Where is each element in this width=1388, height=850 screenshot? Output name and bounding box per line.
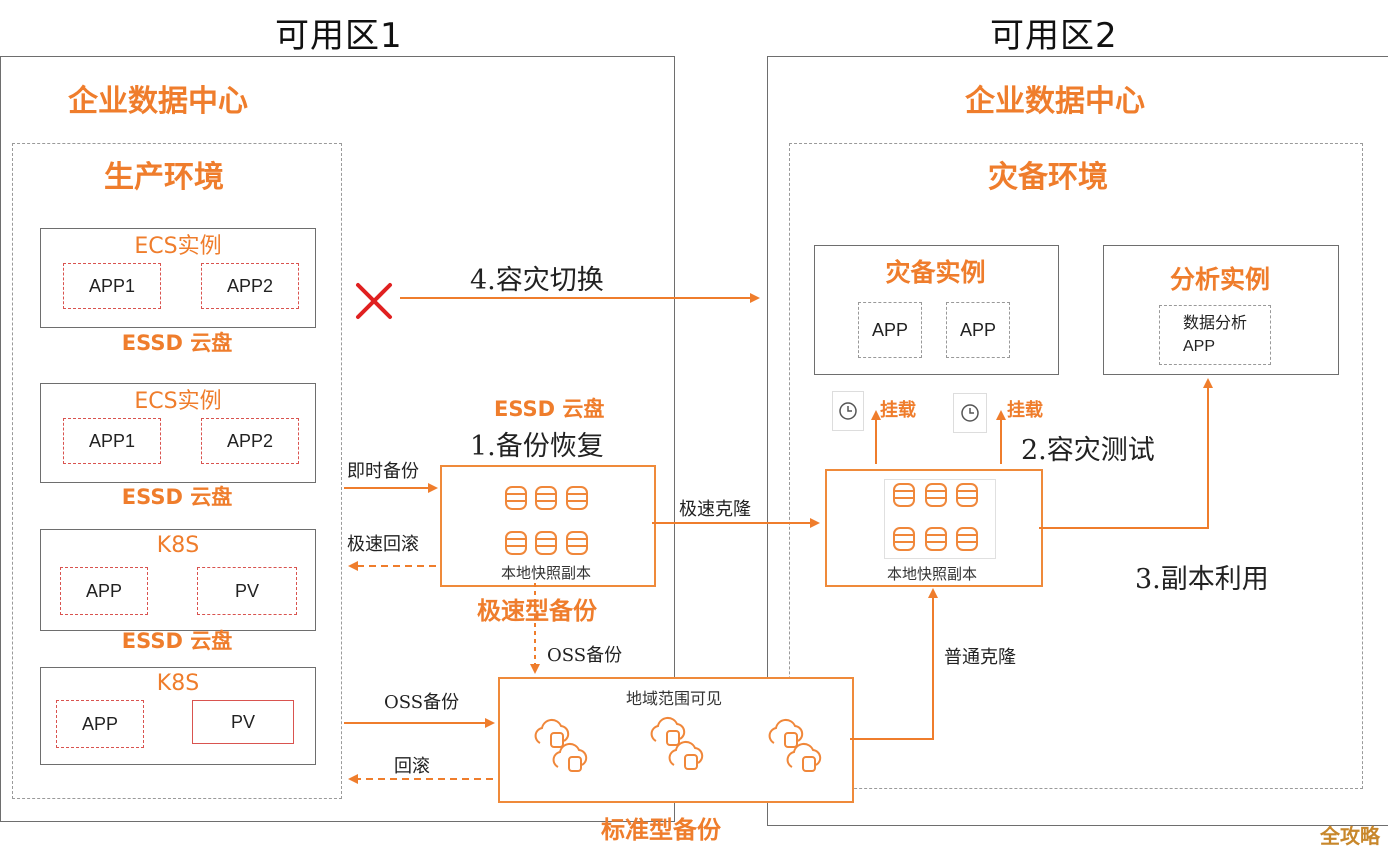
mount-label-2: 挂载 bbox=[1007, 400, 1043, 421]
step4-dr-switch-label: 4.容灾切换 bbox=[470, 265, 604, 296]
fast-snapshot-caption: 本地快照副本 bbox=[500, 563, 591, 582]
ecs-instance-title-2: ECS实例 bbox=[134, 389, 222, 414]
database-icon bbox=[956, 483, 978, 507]
oss-backup-label: OSS备份 bbox=[384, 692, 460, 713]
dr-instance-title: 灾备实例 bbox=[885, 258, 986, 287]
cloud-database-icons bbox=[534, 716, 822, 772]
rollback-label: 回滚 bbox=[394, 756, 430, 777]
oss-backup-down-label: OSS备份 bbox=[547, 645, 623, 666]
watermark-text: 全攻略 bbox=[1320, 824, 1380, 848]
zone1-dc-title: 企业数据中心 bbox=[68, 84, 248, 119]
database-icon bbox=[566, 531, 588, 555]
cloud-database-icon bbox=[768, 718, 822, 772]
database-icon bbox=[893, 527, 915, 551]
fast-clone-label: 极速克隆 bbox=[679, 499, 751, 520]
dr-instance-box bbox=[814, 245, 1059, 375]
app1-box-1: APP1 bbox=[63, 263, 161, 309]
pv-box-k8s-1: PV bbox=[197, 567, 297, 615]
k8s-title-1: K8S bbox=[156, 532, 200, 558]
dr-env-title: 灾备环境 bbox=[988, 160, 1108, 195]
database-icon bbox=[505, 486, 527, 510]
stop-cross-icon bbox=[356, 283, 392, 319]
database-icon bbox=[535, 531, 557, 555]
production-env-frame bbox=[12, 143, 342, 799]
essd-disk-label-2: ESSD 云盘 bbox=[121, 485, 233, 509]
app-box-k8s-2: APP bbox=[56, 700, 144, 748]
database-icon bbox=[535, 486, 557, 510]
dr-snapshot-inner-frame bbox=[884, 479, 996, 559]
fast-rollback-label: 极速回滚 bbox=[347, 534, 419, 555]
ecs-instance-title-1: ECS实例 bbox=[134, 234, 222, 259]
fast-backup-box bbox=[440, 465, 656, 587]
dr-app-box-2: APP bbox=[946, 302, 1010, 358]
cloud-database-icon bbox=[534, 718, 588, 772]
database-icon bbox=[893, 483, 915, 507]
fast-backup-title: 极速型备份 bbox=[477, 597, 597, 625]
dr-env-frame bbox=[789, 143, 1363, 789]
database-icon bbox=[925, 483, 947, 507]
dr-snapshot-box bbox=[825, 469, 1043, 587]
app1-box-2: APP1 bbox=[63, 418, 161, 464]
essd-disk-label-3: ESSD 云盘 bbox=[121, 629, 233, 653]
center-essd-label: ESSD 云盘 bbox=[494, 397, 605, 421]
app2-box-2: APP2 bbox=[201, 418, 299, 464]
database-icon bbox=[505, 531, 527, 555]
mount-label-1: 挂载 bbox=[880, 400, 916, 421]
pv-box-k8s-2: PV bbox=[192, 700, 294, 744]
clock-icon bbox=[953, 393, 987, 433]
cloud-database-icon bbox=[650, 716, 704, 770]
analysis-instance-title: 分析实例 bbox=[1169, 265, 1270, 294]
copy-usage-arrow bbox=[1039, 378, 1213, 529]
dr-snapshot-caption: 本地快照副本 bbox=[886, 564, 977, 583]
database-icon bbox=[925, 527, 947, 551]
zone1-title: 可用区1 bbox=[275, 16, 403, 56]
data-analysis-app-box: 数据分析 APP bbox=[1159, 305, 1271, 365]
normal-clone-label: 普通克隆 bbox=[944, 647, 1016, 668]
k8s-title-2: K8S bbox=[156, 670, 200, 696]
database-icon bbox=[956, 527, 978, 551]
zone2-dc-title: 企业数据中心 bbox=[965, 84, 1145, 119]
step1-backup-restore: 1.备份恢复 bbox=[470, 431, 604, 462]
app-box-k8s-1: APP bbox=[60, 567, 148, 615]
standard-backup-title: 标准型备份 bbox=[601, 816, 721, 844]
production-env-title: 生产环境 bbox=[104, 160, 224, 195]
clock-icon bbox=[832, 391, 864, 431]
zone2-title: 可用区2 bbox=[990, 16, 1118, 56]
step2-dr-test-label: 2.容灾测试 bbox=[1021, 435, 1155, 466]
normal-clone-arrow bbox=[850, 588, 938, 740]
app2-box-1: APP2 bbox=[201, 263, 299, 309]
instant-backup-label: 即时备份 bbox=[347, 461, 419, 482]
dr-app-box-1: APP bbox=[858, 302, 922, 358]
region-visible-caption: 地域范围可见 bbox=[625, 689, 722, 708]
essd-disk-label-1: ESSD 云盘 bbox=[121, 331, 233, 355]
database-icons bbox=[505, 483, 978, 555]
zone2-panel bbox=[767, 56, 1388, 826]
step3-copy-usage-label: 3.副本利用 bbox=[1135, 564, 1269, 595]
database-icon bbox=[566, 486, 588, 510]
